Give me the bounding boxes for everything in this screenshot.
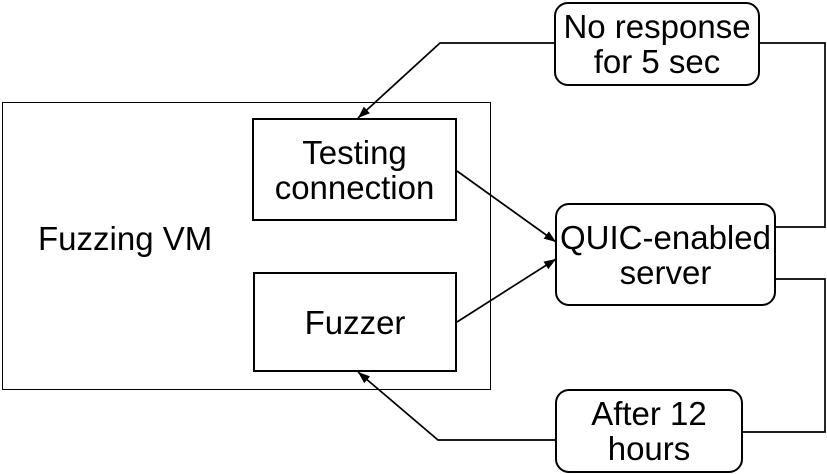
node-quic-enabled-server: QUIC-enabled server [555, 203, 776, 306]
node-fuzzer-label: Fuzzer [304, 303, 406, 341]
node-quic-server-label-line2: server [619, 253, 712, 291]
edge-server-to-testing-via-no-response [357, 42, 826, 228]
edge-after12-to-fuzzer [357, 371, 556, 441]
edge-label-after-12-hours-line2: hours [607, 430, 691, 467]
edge-label-after-12-hours-line1: After 12 [591, 395, 707, 432]
edge-label-no-response-line1: No response [563, 8, 751, 45]
edge-testing-to-server [456, 170, 557, 243]
node-fuzzing-vm: Fuzzing VM [2, 102, 491, 390]
node-quic-server-label-line1: QUIC-enabled [560, 218, 771, 256]
node-testing-connection: Testing connection [252, 118, 457, 221]
edge-label-no-response: No response for 5 sec [554, 2, 760, 86]
node-fuzzing-vm-label: Fuzzing VM [38, 220, 213, 257]
edge-label-no-response-line2: for 5 sec [593, 43, 721, 80]
edge-fuzzer-to-server [456, 258, 557, 323]
node-testing-connection-label-line1: Testing [302, 133, 407, 171]
edge-server-to-after12 [743, 278, 826, 433]
node-testing-connection-label-line2: connection [274, 168, 435, 206]
edge-label-after-12-hours: After 12 hours [555, 389, 743, 473]
node-fuzzer: Fuzzer [253, 272, 457, 372]
